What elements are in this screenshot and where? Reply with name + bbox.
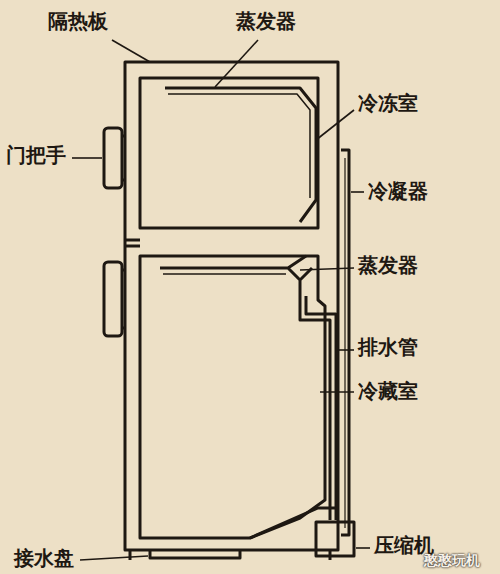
divider [125,240,140,246]
cabinet-feet [130,550,330,560]
condenser [341,150,349,535]
part-label: 接水盘 [14,547,74,570]
part-label: 蒸发器 [236,10,296,33]
drip-tray [150,551,240,558]
condenser-coil [344,158,345,528]
leader-line [80,556,148,560]
part-label: 冷藏室 [358,380,418,403]
leader-line [320,391,354,393]
handle-mounts [122,136,125,328]
fridge-evaporator-inner [163,273,286,275]
leader-line [72,157,102,159]
fridge-evaporator [160,256,312,296]
compressor [316,522,354,556]
part-label: 冷凝器 [368,180,428,203]
leader-line [112,40,150,62]
cabinet-outline [125,62,338,550]
door-handle-upper [104,128,122,188]
leader-line [215,40,258,87]
leader-line [356,547,370,549]
part-label: 排水管 [358,336,418,359]
leader-line [351,191,364,193]
drain-pipe [300,296,336,520]
leader-line [316,110,354,140]
part-label: 蒸发器 [358,254,418,277]
freezer-evaporator [165,88,316,222]
leader-line [300,268,354,270]
fridge-liner [140,256,325,538]
door-handle-lower [104,262,122,336]
freezer-liner [140,78,318,228]
watermark: 憨憨玩机 [424,552,480,568]
freezer-evaporator-inner [168,94,310,198]
part-label: 门把手 [6,144,66,167]
part-label: 隔热板 [48,10,108,33]
part-label: 冷冻室 [358,92,418,115]
leader-line [337,349,354,351]
